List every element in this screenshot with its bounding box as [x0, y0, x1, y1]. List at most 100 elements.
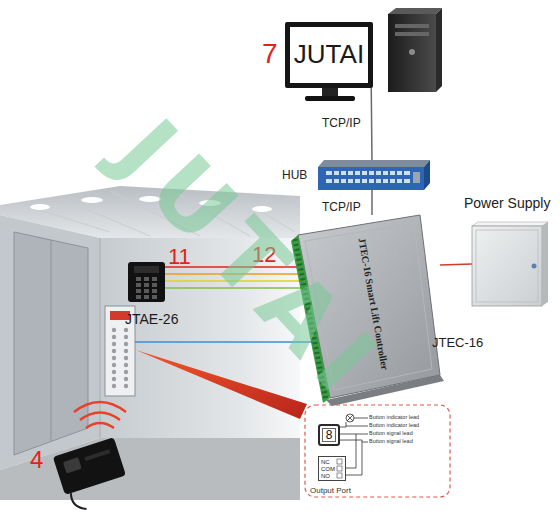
signal-wires — [165, 273, 306, 275]
lift-controller: JTEC-16 Smart Lift ControllerJTEC-16 — [298, 215, 440, 398]
button-panel — [124, 370, 128, 374]
power-cable — [440, 263, 472, 265]
button-panel — [112, 342, 116, 346]
elevator-car — [139, 196, 161, 202]
power-supply-cabinet-shape — [542, 222, 548, 306]
card-reader: JTAE-26 — [128, 262, 165, 302]
power-supply-cabinet-shape — [472, 222, 548, 226]
network-hub-shape — [318, 160, 430, 190]
device-label: JTAE-26 — [125, 312, 178, 326]
card-waves — [74, 402, 126, 428]
pc-tower — [388, 14, 436, 92]
power-supply-cabinet-shape — [476, 230, 538, 302]
detail-inset — [305, 405, 450, 497]
button-panel — [124, 363, 128, 367]
network-hub-shape — [333, 170, 403, 184]
pin-name: COM — [321, 466, 335, 472]
pc-tower — [395, 32, 429, 36]
output-relay-shape — [337, 459, 342, 464]
elevator-car — [100, 238, 101, 438]
pc-tower — [388, 8, 442, 92]
pointer-arrow — [136, 350, 307, 419]
callout-number: 4 — [30, 448, 43, 472]
card-reader-shape — [144, 295, 149, 299]
button-panel — [124, 377, 128, 381]
output-relay-shape — [337, 473, 342, 478]
card-reader-shape — [136, 277, 141, 281]
callout-number: 7 — [262, 40, 278, 68]
edge-label: TCP/IP — [322, 117, 361, 129]
signal-name: Button indicator lead — [369, 415, 419, 421]
power-supply-cabinet-shape — [532, 264, 537, 269]
pointer-arrow — [136, 350, 307, 419]
network-hub-shape — [424, 160, 430, 190]
rfid-card — [63, 457, 82, 473]
button-panel — [112, 363, 116, 367]
card-reader-shape — [136, 277, 157, 299]
button-panel — [112, 356, 116, 360]
output-relay: NCCOMNOOutput Port — [318, 456, 346, 481]
card-reader-shape — [134, 266, 159, 273]
edge-label: TCP/IP — [322, 201, 361, 213]
lead-lines — [346, 434, 356, 468]
network-hub-shape — [326, 171, 410, 183]
lead-lines — [340, 422, 346, 427]
signal-wires — [165, 280, 307, 282]
button-panel — [112, 377, 116, 381]
elevator-car — [0, 438, 300, 500]
pc-tower — [409, 49, 415, 55]
signal-wires — [165, 287, 309, 289]
button-panel — [112, 384, 116, 388]
button-panel — [112, 328, 128, 388]
device-label: HUB — [282, 169, 307, 181]
card-waves — [86, 423, 114, 428]
card-reader-shape — [136, 295, 141, 299]
network-cable — [371, 190, 373, 215]
callout-number: 12 — [252, 244, 276, 266]
network-hub-shape — [333, 170, 403, 184]
device-label: Power Supply — [464, 196, 550, 210]
signal-name: Button signal lead — [369, 439, 413, 445]
lift-controller-shape — [291, 235, 330, 403]
monitor-stand — [305, 88, 355, 101]
pc-tower — [388, 8, 442, 14]
button-panel — [112, 349, 116, 353]
elevator-car — [100, 238, 300, 438]
lead-lines — [346, 426, 368, 427]
card-reader-shape — [128, 262, 165, 302]
monitor-stand — [305, 96, 355, 101]
pin-name: NO — [321, 473, 330, 479]
lead-lines — [346, 414, 354, 422]
card-reader-shape — [136, 283, 141, 287]
card-reader-shape — [136, 289, 141, 293]
signal-wire — [165, 266, 298, 268]
elevator-car — [0, 186, 300, 500]
card-reader-shape — [152, 283, 157, 287]
monitor-stand — [322, 88, 338, 97]
output-relay-shape — [337, 466, 342, 471]
pc-tower — [436, 8, 442, 92]
watermark: JUTAI — [100, 105, 399, 416]
monitor-screen: JUTAI — [285, 22, 373, 88]
rfid-card — [70, 490, 87, 512]
button-number: 8 — [320, 429, 338, 441]
button-panel — [124, 349, 128, 353]
device-label: JTEC-16 — [432, 336, 483, 349]
button-panel — [124, 342, 128, 346]
card-reader-shape — [152, 295, 157, 299]
card-waves — [80, 413, 120, 421]
network-hub-shape — [318, 167, 424, 190]
signal-name: Button indicator lead — [369, 423, 419, 429]
rfid-card — [53, 437, 126, 495]
power-supply-cabinet: Power Supply — [472, 222, 548, 306]
rfid-card — [53, 437, 132, 514]
button-panel — [124, 328, 128, 332]
power-supply-cabinet-shape — [472, 226, 542, 306]
monitor-text: JUTAI — [290, 41, 368, 67]
lead-lines — [354, 418, 368, 419]
network-hub: HUB — [318, 160, 430, 190]
card-waves — [74, 402, 126, 412]
